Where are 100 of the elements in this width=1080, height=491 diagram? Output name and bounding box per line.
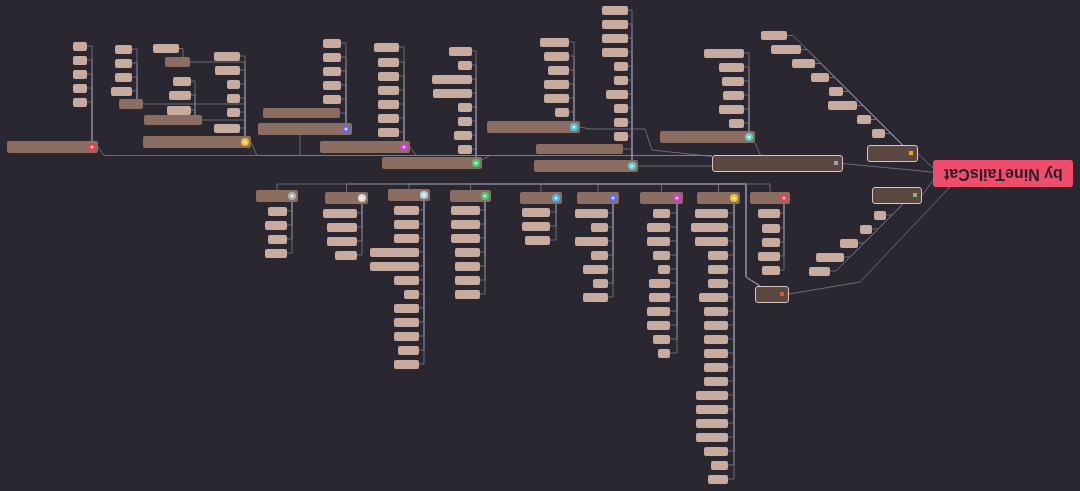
subtopic-box	[119, 99, 143, 109]
leaf-topic-box	[602, 47, 628, 57]
leaf-topic-box	[761, 31, 787, 40]
connector-line	[842, 163, 934, 173]
leaf-topic-box	[811, 73, 829, 82]
leaf-topic-box	[73, 41, 87, 51]
branch-topic-box	[660, 131, 755, 143]
leaf-topic-box	[649, 292, 670, 302]
leaf-topic-box	[169, 90, 191, 100]
branch-topic-box	[382, 157, 482, 169]
leaf-topic-box	[215, 65, 240, 75]
leaf-topic-box	[771, 45, 801, 54]
leaf-topic-box	[593, 278, 608, 288]
branch-topic-box	[325, 192, 368, 204]
leaf-topic-box	[647, 222, 670, 232]
leaf-topic-box	[404, 289, 419, 299]
leaf-topic-box	[394, 359, 419, 369]
leaf-topic-box	[227, 93, 240, 103]
leaf-topic-box	[647, 320, 670, 330]
leaf-topic-box	[658, 264, 670, 274]
leaf-topic-box	[323, 66, 341, 76]
leaf-topic-box	[455, 275, 480, 285]
leaf-topic-box	[458, 116, 472, 126]
leaf-topic-box	[711, 460, 728, 470]
leaf-topic-box	[695, 236, 728, 246]
leaf-topic-box	[522, 221, 550, 231]
subtopic-box	[144, 115, 202, 125]
leaf-topic-box	[699, 292, 728, 302]
root-topic-box	[933, 160, 1073, 187]
leaf-topic-box	[268, 206, 287, 216]
leaf-topic-box	[792, 59, 815, 68]
leaf-topic-box	[708, 278, 728, 288]
main-topic-box	[712, 155, 843, 172]
leaf-topic-box	[653, 208, 670, 218]
leaf-topic-box	[575, 236, 608, 246]
leaf-topic-box	[872, 129, 885, 138]
leaf-topic-box	[167, 105, 191, 115]
leaf-topic-box	[762, 237, 780, 247]
connector-line	[178, 48, 184, 58]
leaf-topic-box	[860, 224, 872, 234]
leaf-topic-box	[323, 80, 341, 90]
leaf-topic-box	[394, 219, 419, 229]
leaf-topic-box	[614, 61, 628, 71]
main-topic-box	[755, 286, 789, 303]
leaf-topic-box	[658, 348, 670, 358]
leaf-topic-box	[762, 265, 780, 275]
leaf-topic-box	[704, 362, 728, 372]
branch-topic-box	[697, 192, 740, 204]
leaf-topic-box	[758, 208, 780, 218]
leaf-topic-box	[719, 104, 744, 114]
leaf-topic-box	[722, 76, 744, 86]
leaf-topic-box	[544, 93, 569, 103]
branch-topic-box	[577, 192, 619, 204]
leaf-topic-box	[458, 60, 472, 70]
branch-topic-box	[7, 141, 98, 153]
leaf-topic-box	[327, 236, 357, 246]
leaf-topic-box	[591, 250, 608, 260]
leaf-topic-box	[394, 303, 419, 313]
leaf-topic-box	[455, 261, 480, 271]
branch-topic-box	[487, 121, 580, 133]
connector-line	[917, 153, 934, 169]
leaf-topic-box	[857, 115, 871, 124]
leaf-topic-box	[335, 250, 357, 260]
leaf-topic-box	[374, 42, 399, 52]
leaf-topic-box	[214, 51, 240, 61]
leaf-topic-box	[695, 208, 728, 218]
leaf-topic-box	[840, 238, 858, 248]
leaf-topic-box	[591, 222, 608, 232]
leaf-topic-box	[227, 107, 240, 117]
connector-line	[86, 101, 93, 142]
leaf-topic-box	[394, 233, 419, 243]
leaf-topic-box	[265, 248, 287, 258]
leaf-topic-box	[323, 38, 341, 48]
leaf-topic-box	[173, 76, 191, 86]
leaf-topic-box	[544, 51, 569, 61]
leaf-topic-box	[115, 58, 132, 68]
leaf-topic-box	[762, 223, 780, 233]
leaf-topic-box	[449, 46, 472, 56]
branch-topic-box	[520, 192, 562, 204]
connector-line	[286, 201, 293, 254]
leaf-topic-box	[704, 446, 728, 456]
leaf-topic-box	[525, 235, 550, 245]
leaf-topic-box	[268, 234, 287, 244]
leaf-topic-box	[653, 334, 670, 344]
leaf-topic-box	[115, 44, 132, 54]
leaf-topic-box	[455, 247, 480, 257]
leaf-topic-box	[602, 33, 628, 43]
leaf-topic-box	[323, 208, 357, 218]
leaf-topic-box	[874, 210, 886, 220]
leaf-topic-box	[704, 306, 728, 316]
leaf-topic-box	[555, 107, 569, 117]
connector-line	[568, 111, 575, 122]
leaf-topic-box	[583, 292, 608, 302]
leaf-topic-box	[602, 19, 628, 29]
leaf-topic-box	[73, 83, 87, 93]
leaf-topic-box	[394, 331, 419, 341]
connector-line	[131, 90, 138, 100]
leaf-topic-box	[327, 222, 357, 232]
leaf-topic-box	[451, 233, 480, 243]
leaf-topic-box	[653, 250, 670, 260]
